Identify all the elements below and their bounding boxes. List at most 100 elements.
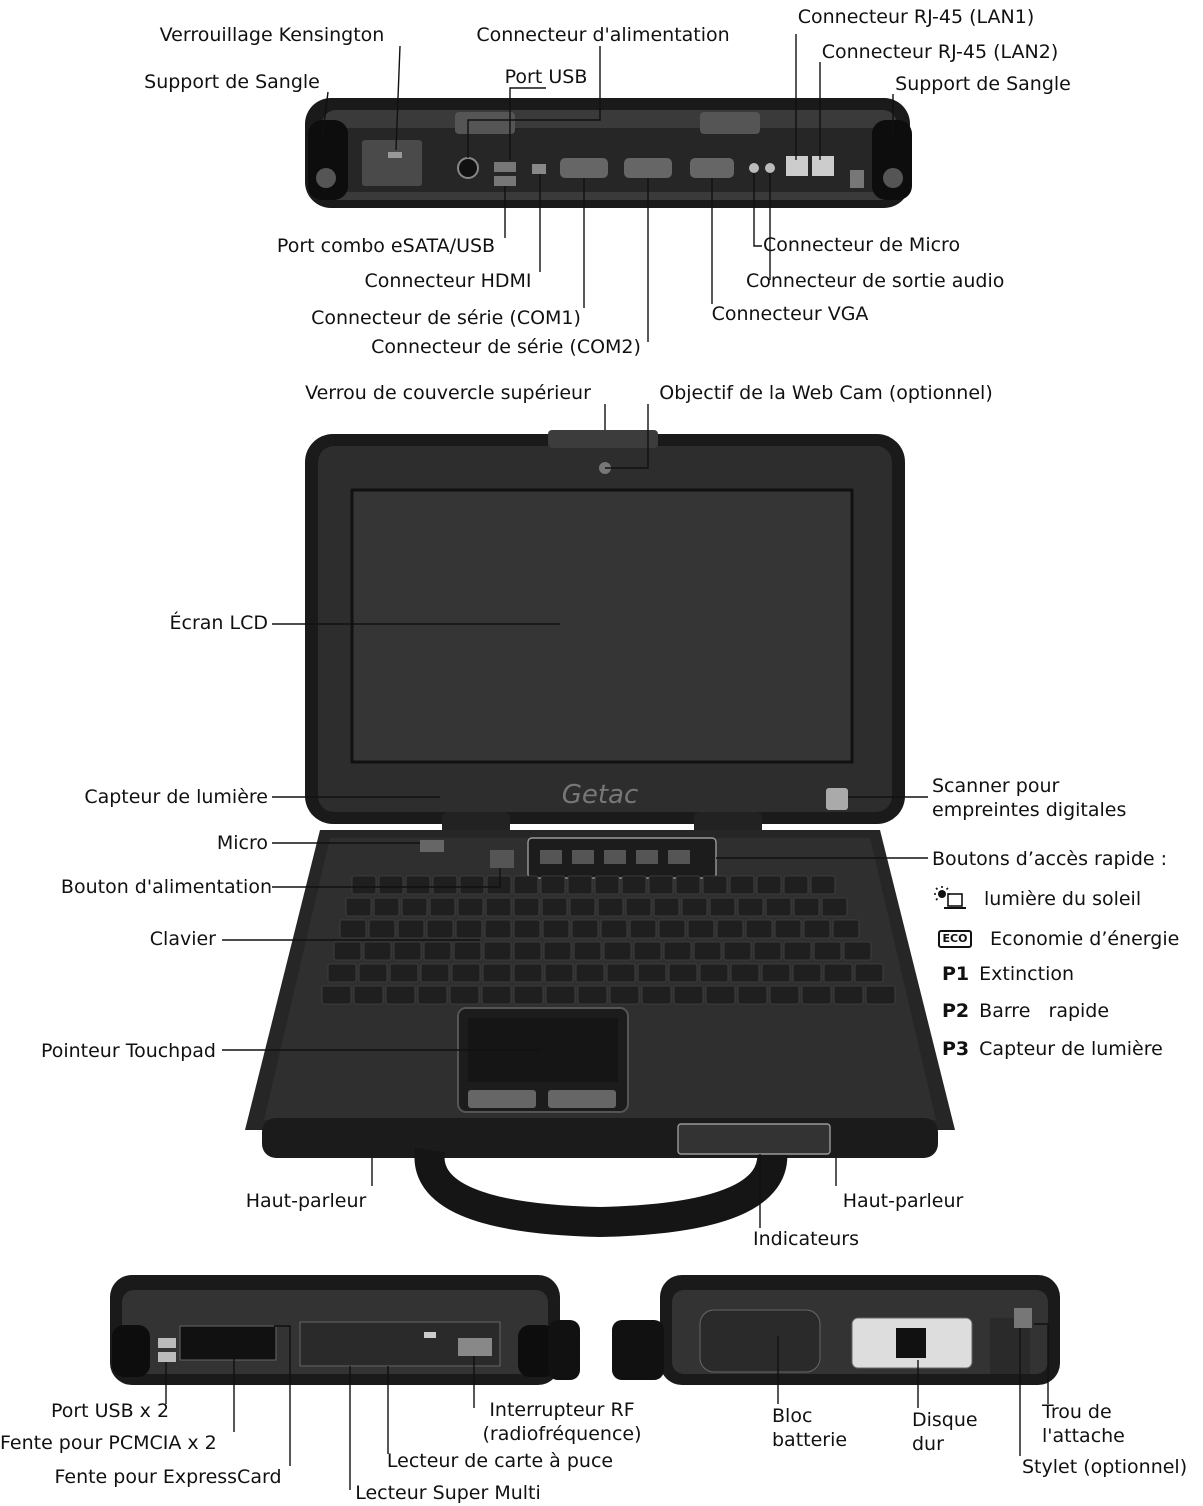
label-speaker-left: Haut-parleur	[245, 1190, 367, 1212]
legend-row-eco: ECO Economie d’énergie	[930, 924, 1179, 954]
strap-support-right	[872, 120, 912, 200]
keyboard-key	[600, 919, 628, 939]
com2-port	[624, 158, 672, 178]
label-rj45-lan1: Connecteur RJ-45 (LAN1)	[797, 6, 1035, 28]
keyboard-key	[378, 875, 404, 895]
label-quick-buttons: Boutons d’accès rapide :	[932, 848, 1168, 870]
keyboard-key	[865, 985, 896, 1005]
keyboard-key	[423, 941, 452, 961]
keyboard-key	[432, 875, 458, 895]
keyboard-key	[513, 963, 543, 983]
label-stylus: Stylet (optionnel)	[1022, 1456, 1188, 1478]
strap-support-left	[308, 120, 348, 200]
keyboard-key	[702, 875, 728, 895]
label-strap-right: Support de Sangle	[895, 73, 1071, 95]
keyboard-key	[457, 897, 484, 917]
combo-port	[494, 176, 516, 186]
com1-port	[560, 158, 608, 178]
label-audio-out: Connecteur de sortie audio	[746, 270, 1005, 292]
keyboard-key	[373, 897, 400, 917]
keyboard-key	[774, 919, 802, 939]
keyboard-key	[793, 897, 820, 917]
legend-key-p3: P3	[942, 1038, 970, 1060]
legend-text-p3: Capteur de lumière	[979, 1038, 1163, 1060]
power-connector	[457, 157, 479, 179]
keyboard-key	[641, 985, 672, 1005]
label-power-button: Bouton d'alimentation	[60, 876, 272, 898]
keyboard-key	[821, 897, 848, 917]
keyboard-key	[637, 963, 667, 983]
keyboard-key	[723, 941, 752, 961]
label-fingerprint: Scanner pour empreintes digitales	[932, 775, 1127, 821]
label-vga: Connecteur VGA	[711, 303, 869, 325]
keyboard-key	[606, 963, 636, 983]
label-battery: Bloc batterie	[772, 1405, 848, 1451]
label-speaker-right: Haut-parleur	[842, 1190, 964, 1212]
indicators-strip	[677, 1123, 831, 1155]
rj45-lan1	[786, 156, 808, 176]
keyboard-key	[832, 919, 860, 939]
keyboard-key	[482, 963, 512, 983]
keyboard-key	[484, 919, 512, 939]
label-rj45-lan2: Connecteur RJ-45 (LAN2)	[821, 41, 1059, 63]
legend-row-sun: lumière du soleil	[930, 884, 1141, 914]
keyboard-key	[513, 919, 541, 939]
keyboard-key	[753, 941, 782, 961]
legend-text-eco: Economie d’énergie	[990, 928, 1180, 950]
keyboard-key	[729, 875, 755, 895]
left-side-view	[110, 1275, 580, 1490]
hdmi-port	[532, 164, 546, 174]
keyboard-key	[765, 897, 792, 917]
keyboard-key	[459, 875, 485, 895]
keyboard-key	[653, 897, 680, 917]
keyboard-key	[389, 963, 419, 983]
keyboard-key	[368, 919, 396, 939]
keyboard-key	[393, 941, 422, 961]
keyboard-key	[687, 919, 715, 939]
keyboard-key	[783, 875, 809, 895]
label-mic-jack: Connecteur de Micro	[763, 234, 961, 256]
keyboard-key	[633, 941, 662, 961]
keyboard-key	[705, 985, 736, 1005]
keyboard-key	[709, 897, 736, 917]
keyboard-key	[405, 875, 431, 895]
keyboard-key	[843, 941, 872, 961]
label-indicators: Indicateurs	[753, 1228, 859, 1250]
keyboard-key	[571, 919, 599, 939]
keyboard-key	[792, 963, 822, 983]
label-lcd: Écran LCD	[169, 612, 268, 634]
label-keyboard: Clavier	[149, 928, 216, 950]
keyboard-key	[597, 897, 624, 917]
keyboard-key	[483, 941, 512, 961]
keyboard-key	[321, 985, 352, 1005]
label-hdmi: Connecteur HDMI	[364, 270, 532, 292]
rear-view	[305, 34, 912, 342]
lcd-screen	[350, 488, 854, 764]
mic-jack	[749, 163, 759, 173]
label-power-connector: Connecteur d'alimentation	[476, 24, 730, 46]
legend-row-p1: P1 Extinction	[942, 959, 1074, 989]
keyboard-key	[486, 875, 512, 895]
pcmcia-slot	[179, 1325, 277, 1361]
keyboard-key	[801, 985, 832, 1005]
label-com1: Connecteur de série (COM1)	[311, 307, 581, 329]
keyboard-key	[426, 919, 454, 939]
keyboard-key	[513, 941, 542, 961]
front-view: Getac	[222, 404, 955, 1238]
keyboard-key	[420, 963, 450, 983]
keyboard-key	[745, 919, 773, 939]
right-side-view	[612, 1275, 1060, 1456]
keyboard-key	[429, 897, 456, 917]
keyboard-key	[513, 875, 539, 895]
label-kensington: Verrouillage Kensington	[159, 24, 385, 46]
label-touchpad: Pointeur Touchpad	[40, 1040, 216, 1062]
keyboard-key	[327, 963, 357, 983]
keyboard-key	[541, 897, 568, 917]
legend-text-p2: Barre rapide	[979, 1000, 1110, 1022]
keyboard	[321, 875, 896, 1005]
keyboard-key	[397, 919, 425, 939]
keyboard-key	[453, 941, 482, 961]
keyboard-key	[810, 875, 836, 895]
keyboard-key	[513, 985, 544, 1005]
